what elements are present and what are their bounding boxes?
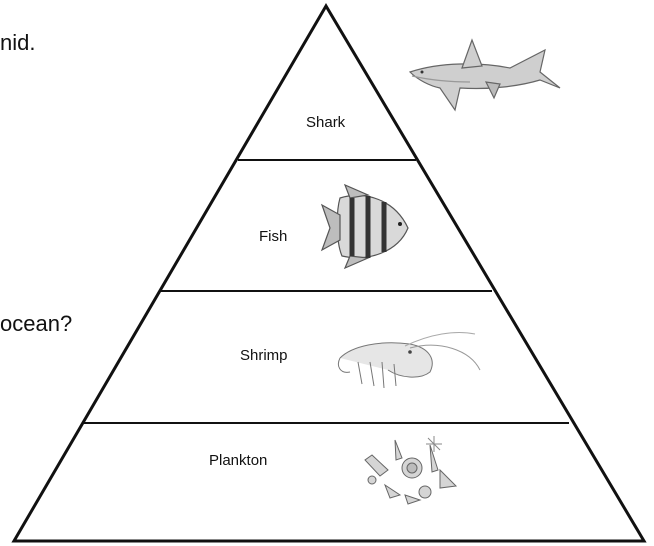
plankton-icon — [365, 436, 456, 504]
shrimp-icon — [338, 333, 480, 389]
level-label-shark: Shark — [306, 114, 346, 131]
pyramid-outline — [14, 6, 644, 541]
level-label-shrimp: Shrimp — [240, 347, 288, 364]
shark-icon — [410, 40, 560, 110]
fish-icon — [322, 185, 408, 268]
level-label-plankton: Plankton — [209, 452, 267, 469]
level-label-fish: Fish — [259, 228, 287, 245]
